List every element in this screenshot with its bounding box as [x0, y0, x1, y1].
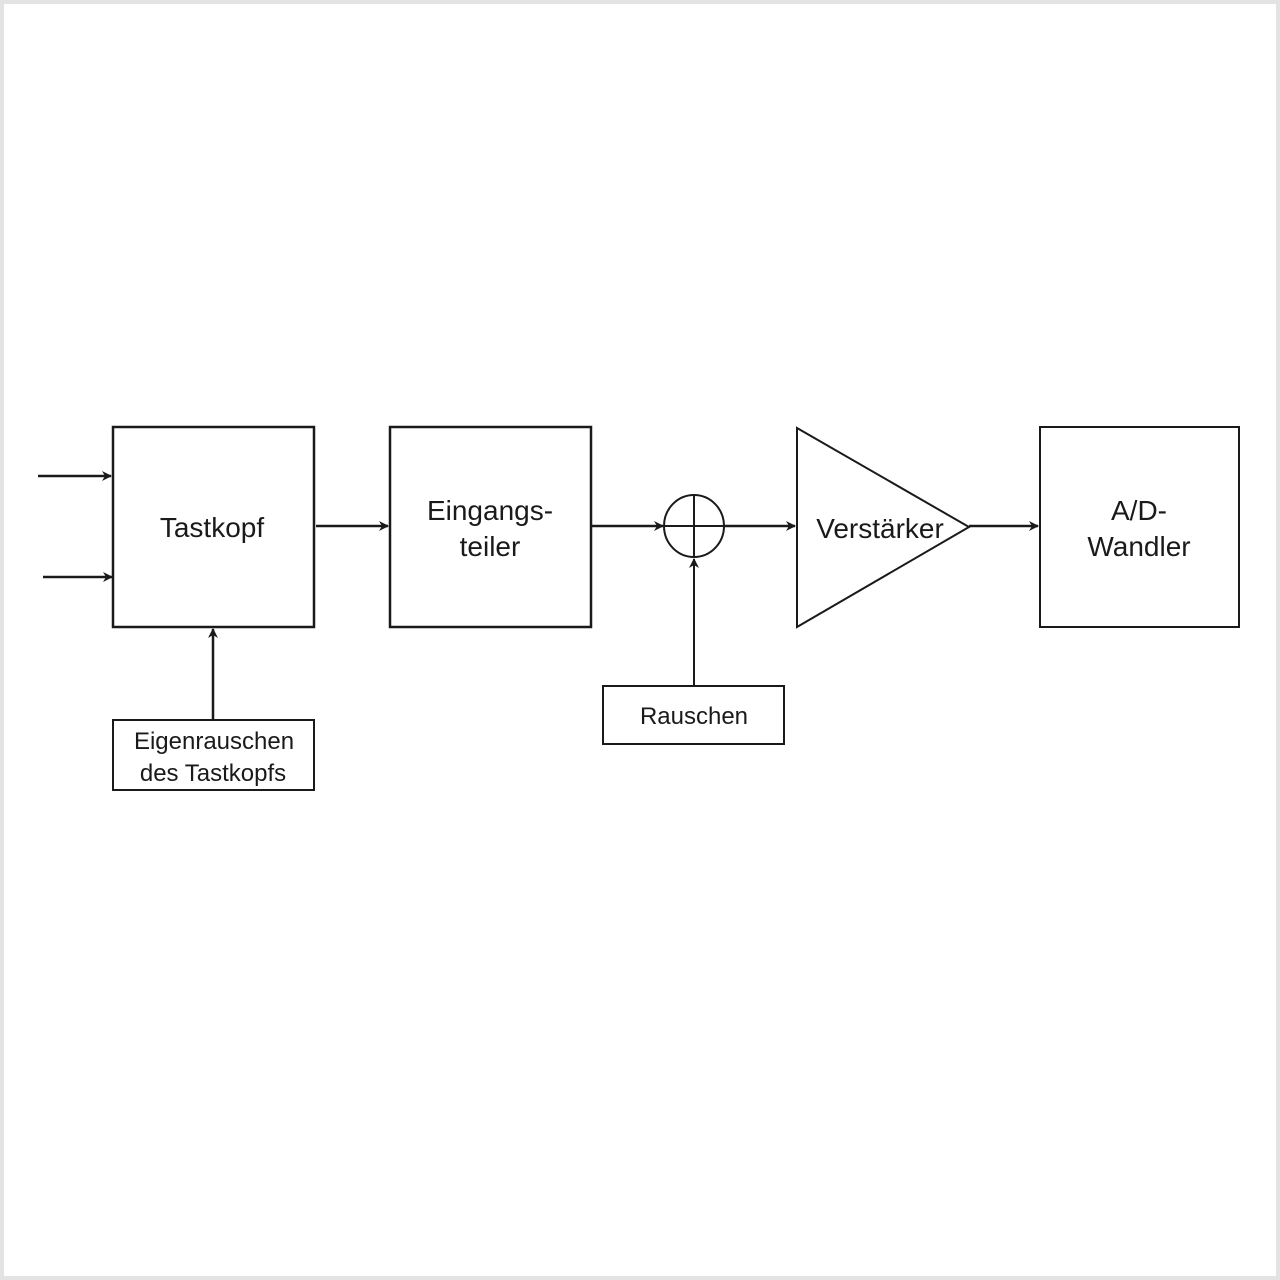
- ad-wandler-label-1: A/D-: [1111, 495, 1167, 526]
- eingangsteiler-label-2: teiler: [460, 531, 521, 562]
- tastkopf-label: Tastkopf: [160, 512, 264, 543]
- verstaerker-triangle: [796, 426, 971, 629]
- eingangsteiler-label-1: Eingangs-: [427, 495, 553, 526]
- rauschen-label: Rauschen: [640, 703, 748, 730]
- ad-wandler-label-2: Wandler: [1087, 531, 1190, 562]
- eingangsteiler-block: [388, 425, 593, 629]
- verstaerker-label: Verstärker: [816, 513, 944, 544]
- eigenrauschen-label-2: des Tastkopfs: [140, 760, 286, 787]
- ad-wandler-block: [1039, 426, 1240, 628]
- tastkopf-block: [111, 425, 316, 629]
- eigenrauschen-label-1: Eigenrauschen: [134, 728, 294, 755]
